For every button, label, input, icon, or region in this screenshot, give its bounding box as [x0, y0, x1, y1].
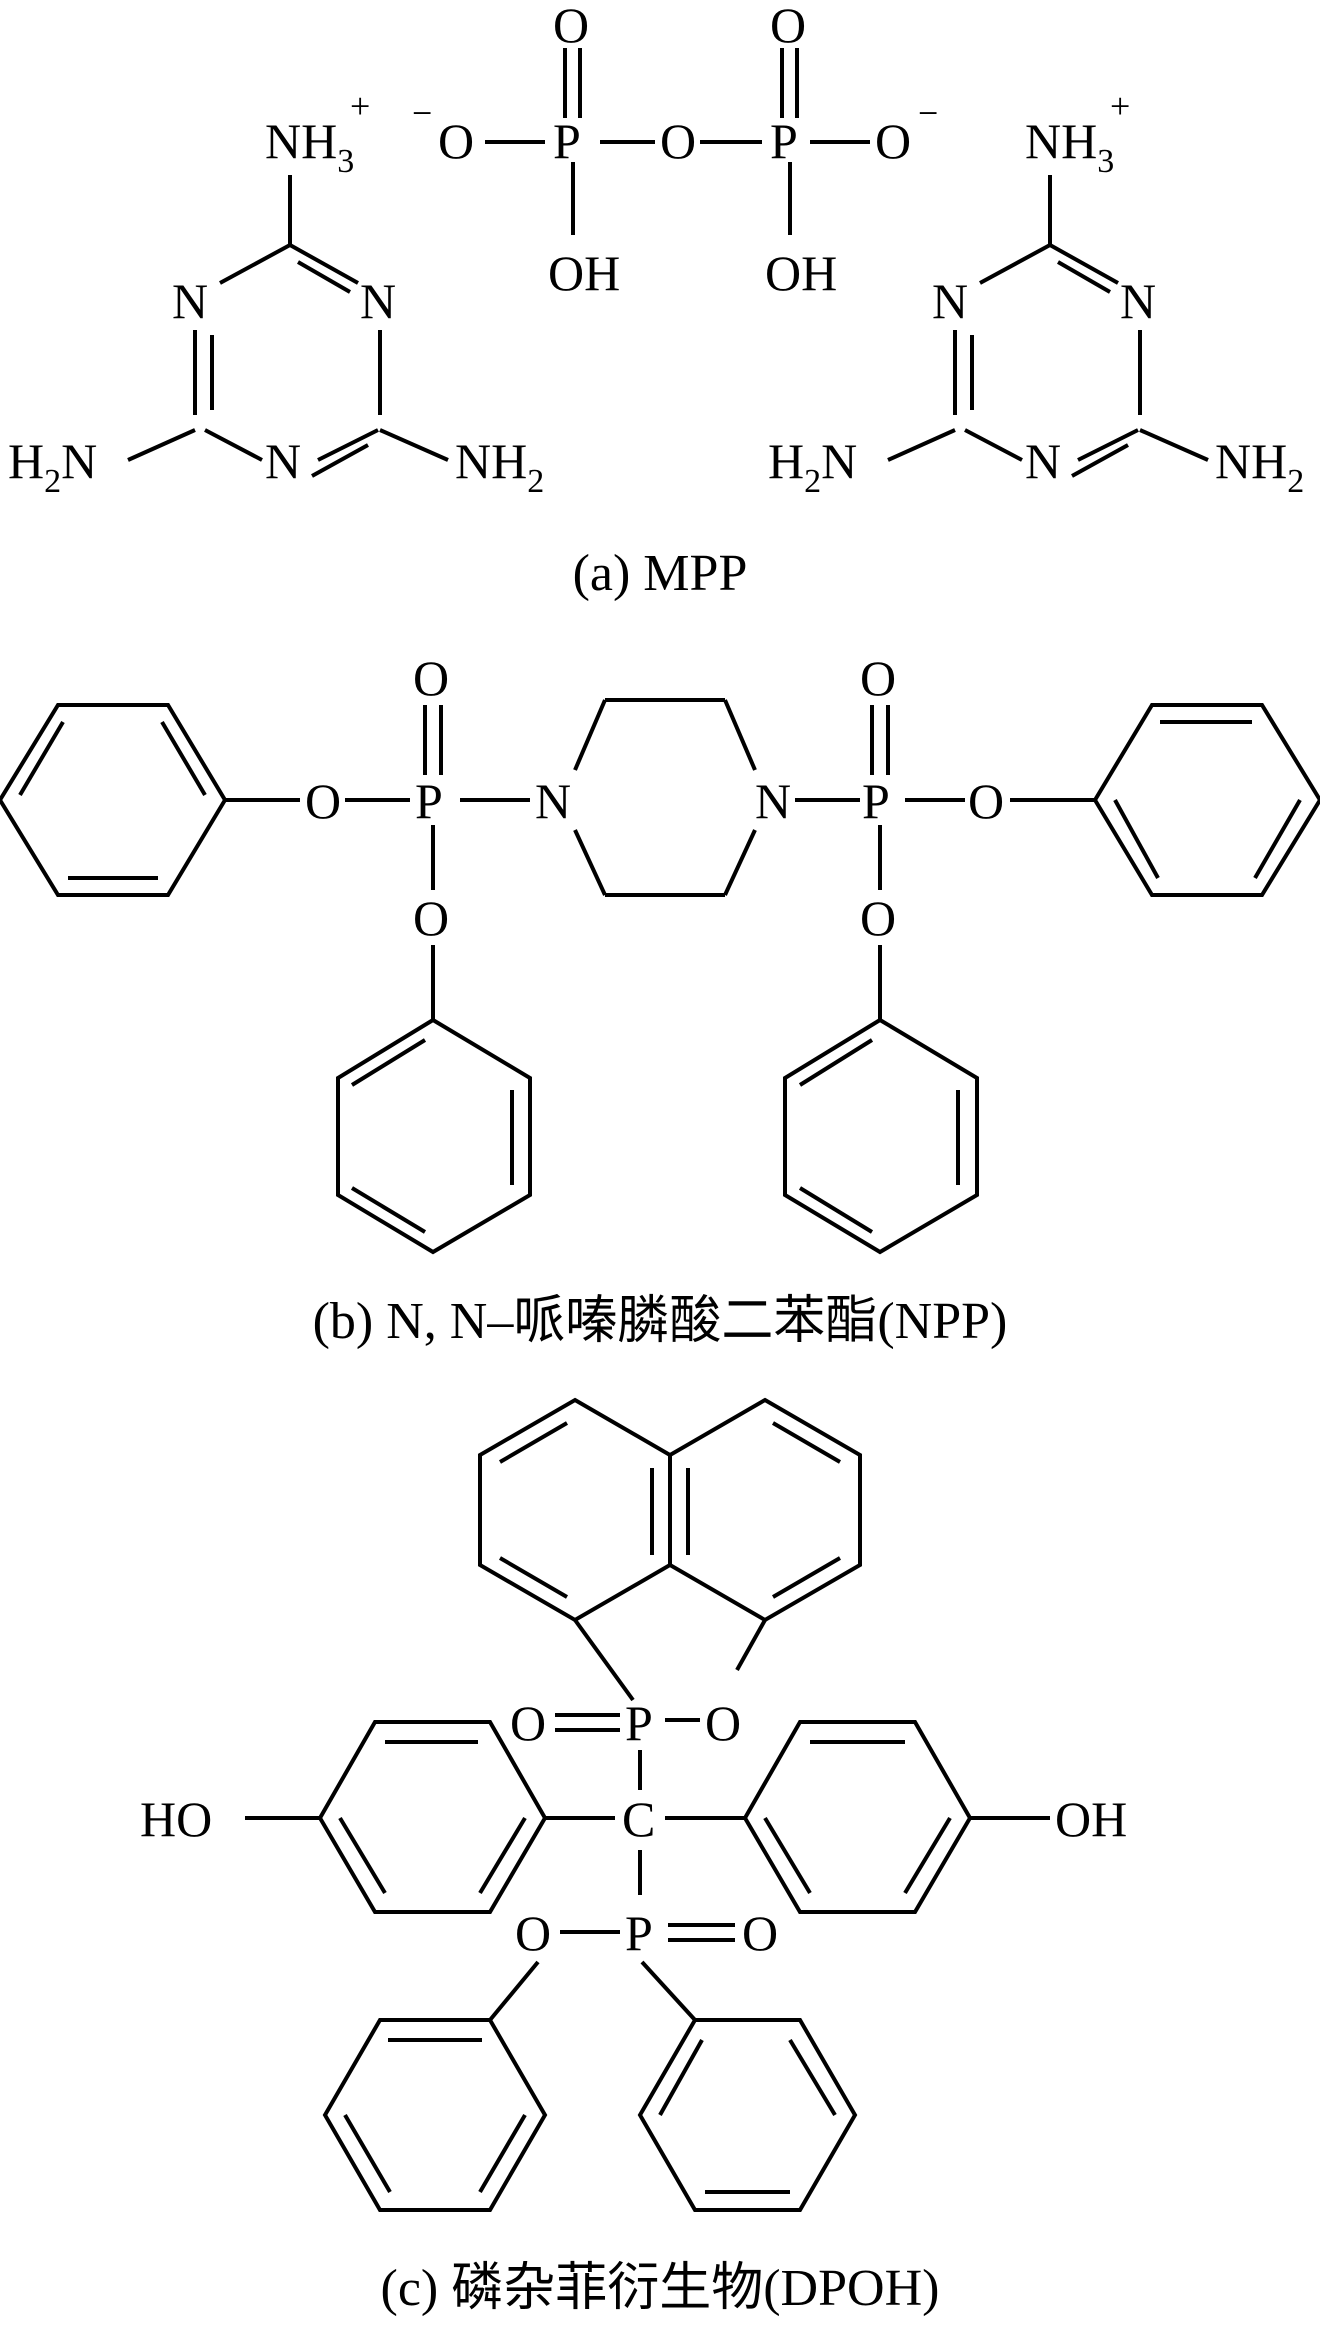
atom-o: O — [860, 650, 896, 706]
hydroxyphenyl-right — [742, 1720, 1050, 1914]
atom-n: N — [265, 433, 301, 489]
charge-minus: − — [918, 93, 938, 133]
subscript: 3 — [337, 143, 354, 180]
atom-p: P — [625, 1905, 653, 1961]
atom-o: O — [968, 773, 1004, 829]
subscript: 2 — [527, 463, 544, 500]
atom-o: O — [553, 0, 589, 53]
atom-label: N — [821, 433, 857, 489]
caption-a: (a) MPP — [573, 545, 748, 602]
atom-c: C — [622, 1791, 655, 1847]
atom-o: O — [705, 1695, 741, 1751]
atom-n: N — [1025, 433, 1061, 489]
atom-n: N — [755, 773, 791, 829]
atom-label: NH — [1025, 113, 1097, 169]
atom-p: P — [862, 773, 890, 829]
atom-label: N — [61, 433, 97, 489]
caption-c: (c) 磷杂菲衍生物(DPOH) — [381, 2260, 940, 2317]
atom-ho: HO — [140, 1791, 212, 1847]
charge-plus: + — [1110, 86, 1130, 126]
atom-o: O — [510, 1695, 546, 1751]
atom-label: H — [8, 433, 44, 489]
atom-o: O — [515, 1905, 551, 1961]
melamine-cation-right: NH3 + N N N H2N NH2 — [768, 86, 1304, 500]
atom-oh: OH — [1055, 1791, 1127, 1847]
subscript: 2 — [804, 463, 821, 500]
atom-p: P — [553, 113, 581, 169]
atom-p: P — [625, 1695, 653, 1751]
svg-text:NH2: NH2 — [455, 433, 544, 500]
atom-o: O — [413, 650, 449, 706]
panel-a-mpp: NH3 + N N N H2N NH2 − O O — [8, 0, 1304, 602]
atom-p: P — [770, 113, 798, 169]
atom-o: O — [770, 0, 806, 53]
atom-label: NH — [455, 433, 527, 489]
atom-o: O — [875, 113, 911, 169]
svg-text:NH2: NH2 — [1215, 433, 1304, 500]
atom-n: N — [360, 273, 396, 329]
phenyl-ring-right — [1010, 703, 1320, 897]
atom-label: NH — [265, 113, 337, 169]
phenyl-ring-left — [0, 703, 300, 897]
panel-c-dpoh: O P O C HO — [140, 1397, 1127, 2317]
caption-b: (b) N, N–哌嗪膦酸二苯酯(NPP) — [313, 1293, 1008, 1350]
svg-text:H2N: H2N — [8, 433, 97, 500]
charge-minus: − — [412, 93, 432, 133]
biphenyl-bottom — [322, 1960, 858, 2212]
atom-o: O — [413, 890, 449, 946]
atom-oh: OH — [765, 245, 837, 301]
atom-n: N — [1120, 273, 1156, 329]
atom-o: O — [742, 1905, 778, 1961]
phenyl-ring-lower-right — [783, 945, 979, 1255]
atom-label: H — [768, 433, 804, 489]
melamine-cation-left: NH3 + N N N H2N NH2 — [8, 86, 544, 500]
svg-text:H2N: H2N — [768, 433, 857, 500]
piperazine-ring — [573, 698, 757, 897]
svg-text:NH3: NH3 — [1025, 113, 1114, 180]
atom-label: NH — [1215, 433, 1287, 489]
atom-o: O — [860, 890, 896, 946]
atom-n: N — [932, 273, 968, 329]
subscript: 2 — [1287, 463, 1304, 500]
hydroxyphenyl-left — [245, 1720, 548, 1914]
biphenyl-top — [478, 1397, 862, 1722]
charge-plus: + — [350, 86, 370, 126]
phenyl-ring-lower-left — [336, 945, 532, 1255]
atom-p: P — [415, 773, 443, 829]
subscript: 2 — [44, 463, 61, 500]
pyrophosphate-anion: − O O P O O P O − OH OH — [412, 0, 938, 301]
atom-n: N — [535, 773, 571, 829]
panel-b-npp: O O P O N N O P O — [0, 650, 1320, 1350]
atom-oh: OH — [548, 245, 620, 301]
atom-n: N — [172, 273, 208, 329]
atom-o: O — [660, 113, 696, 169]
atom-o: O — [305, 773, 341, 829]
svg-text:NH3: NH3 — [265, 113, 354, 180]
atom-o: O — [438, 113, 474, 169]
subscript: 3 — [1097, 143, 1114, 180]
